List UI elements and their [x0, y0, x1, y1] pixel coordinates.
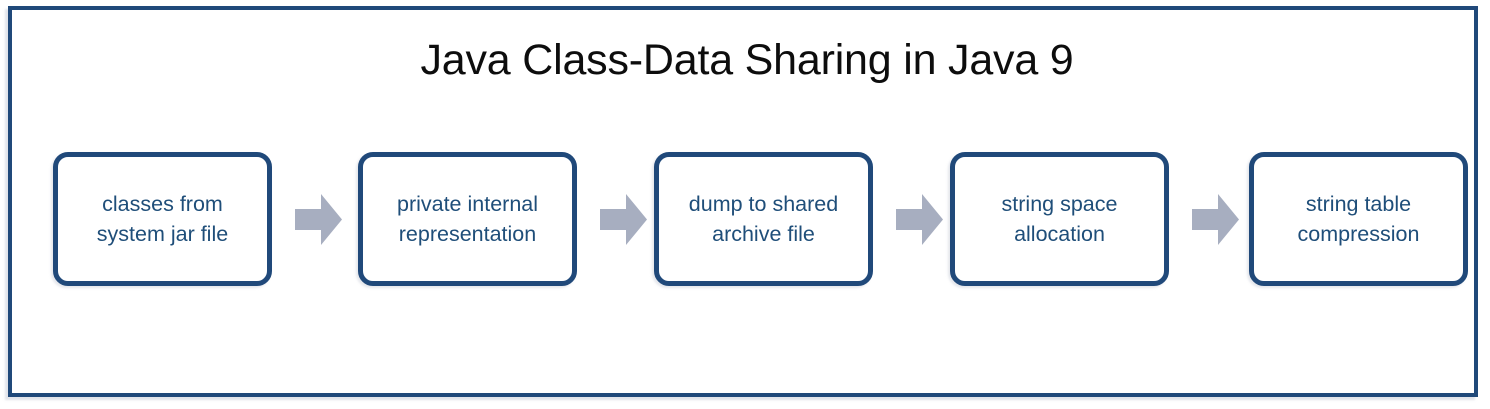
- flow-step-label-4-line1: string space: [1001, 192, 1118, 216]
- flow-step-label-1: classes from system jar file: [91, 189, 234, 249]
- right-block-arrow-icon-4: [1192, 194, 1239, 245]
- right-block-arrow-icon-2: [600, 194, 647, 245]
- diagram-outer-frame: Java Class-Data Sharing in Java 9 classe…: [8, 6, 1478, 397]
- flow-step-label-5: string table compression: [1292, 189, 1426, 249]
- flow-step-box-5[interactable]: string table compression: [1249, 152, 1468, 286]
- flow-step-label-3-line1: dump to shared: [688, 192, 839, 216]
- flow-step-label-2-line1: private internal: [396, 192, 539, 216]
- flow-step-box-4[interactable]: string space allocation: [950, 152, 1169, 286]
- flow-step-label-3-line2: archive file: [712, 222, 815, 246]
- flow-step-label-5-line1: string table: [1305, 192, 1412, 216]
- flow-step-label-5-line2: compression: [1297, 222, 1420, 246]
- flow-step-box-3[interactable]: dump to shared archive file: [654, 152, 873, 286]
- flow-step-label-1-line1: classes from: [102, 192, 223, 216]
- flow-step-label-3: dump to shared archive file: [683, 189, 844, 249]
- flow-step-box-1[interactable]: classes from system jar file: [53, 152, 272, 286]
- flow-step-label-4-line2: allocation: [1014, 222, 1105, 246]
- right-block-arrow-icon-1: [295, 194, 342, 245]
- process-flow-row: classes from system jar file private int…: [53, 152, 1468, 292]
- flow-step-label-1-line2: system jar file: [96, 222, 229, 246]
- flow-step-label-2-line2: representation: [398, 222, 537, 246]
- page-title: Java Class-Data Sharing in Java 9: [420, 36, 1074, 84]
- flow-step-box-2[interactable]: private internal representation: [358, 152, 577, 286]
- right-block-arrow-icon-3: [896, 194, 943, 245]
- flow-step-label-2: private internal representation: [391, 189, 544, 249]
- flow-step-label-4: string space allocation: [996, 189, 1124, 249]
